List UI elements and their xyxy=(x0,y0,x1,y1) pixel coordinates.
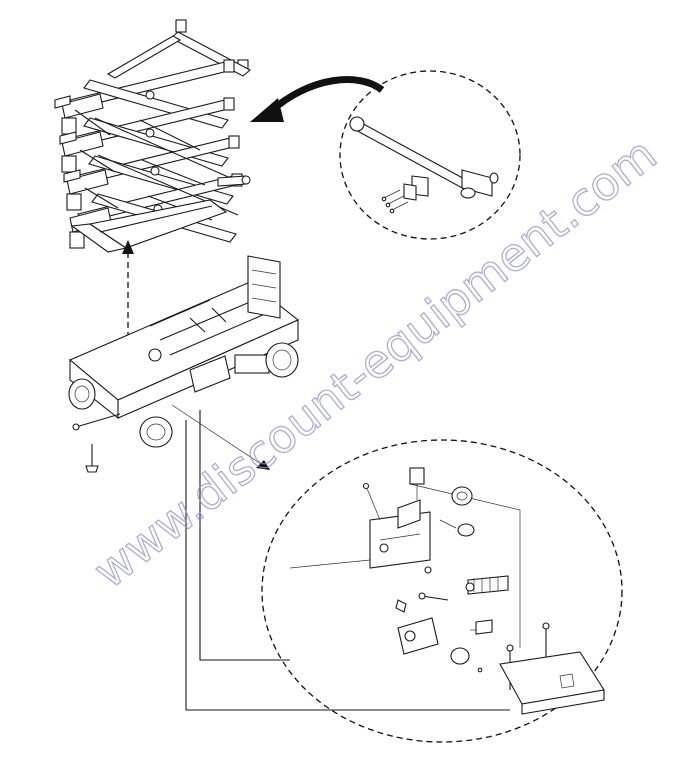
chassis xyxy=(68,255,300,473)
scissor-stack xyxy=(54,19,251,253)
guard-rail-detail xyxy=(339,70,521,240)
switch-bracket-detail xyxy=(261,439,623,743)
callout-leaders xyxy=(171,404,510,711)
detail-arrow xyxy=(250,76,385,122)
